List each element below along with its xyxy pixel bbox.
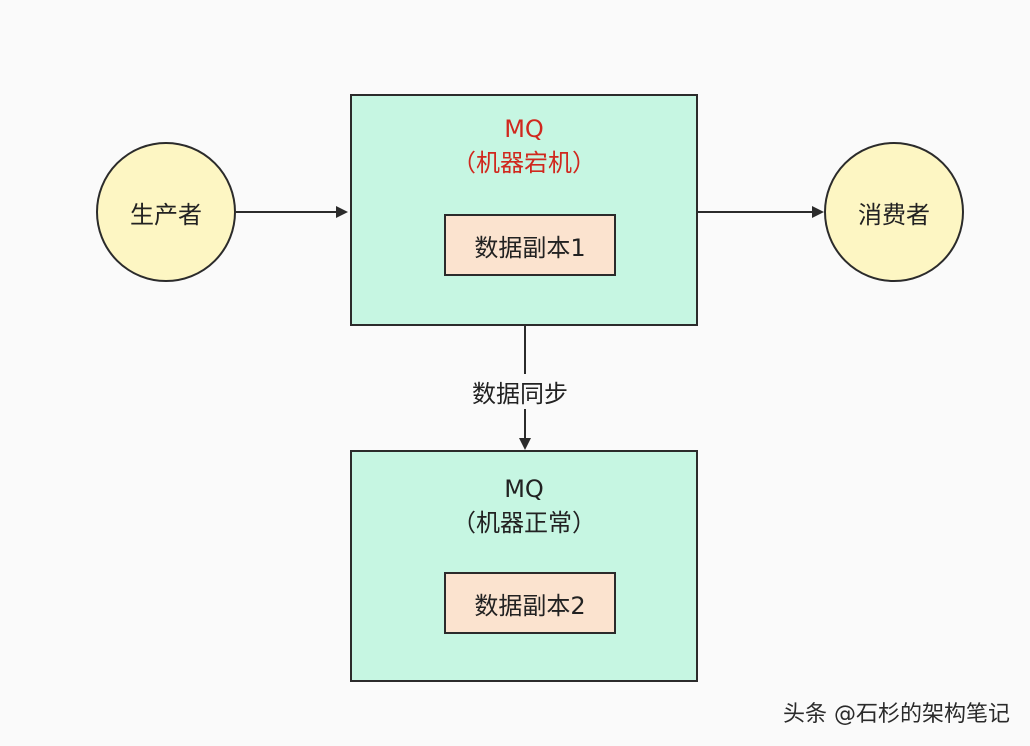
primary-mq-title: MQ (504, 115, 544, 143)
secondary-mq-title: MQ (504, 475, 544, 503)
producer-label: 生产者 (130, 200, 202, 229)
replica-2-box: 数据副本2 (444, 572, 616, 634)
replica-1-box: 数据副本1 (444, 214, 616, 276)
consumer-label: 消费者 (858, 200, 930, 229)
primary-mq-box: MQ （机器宕机） 数据副本1 (350, 94, 698, 326)
primary-mq-status: （机器宕机） (452, 149, 596, 177)
replica-2-label: 数据副本2 (474, 591, 586, 620)
secondary-mq-status: （机器正常） (452, 509, 596, 537)
replica-1-label: 数据副本1 (474, 233, 586, 262)
producer-node: 生产者 (96, 142, 236, 282)
consumer-node: 消费者 (824, 142, 964, 282)
watermark: 头条 @石杉的架构笔记 (783, 702, 1010, 727)
data-sync-label: 数据同步 (468, 374, 572, 409)
secondary-mq-box: MQ （机器正常） 数据副本2 (350, 450, 698, 682)
